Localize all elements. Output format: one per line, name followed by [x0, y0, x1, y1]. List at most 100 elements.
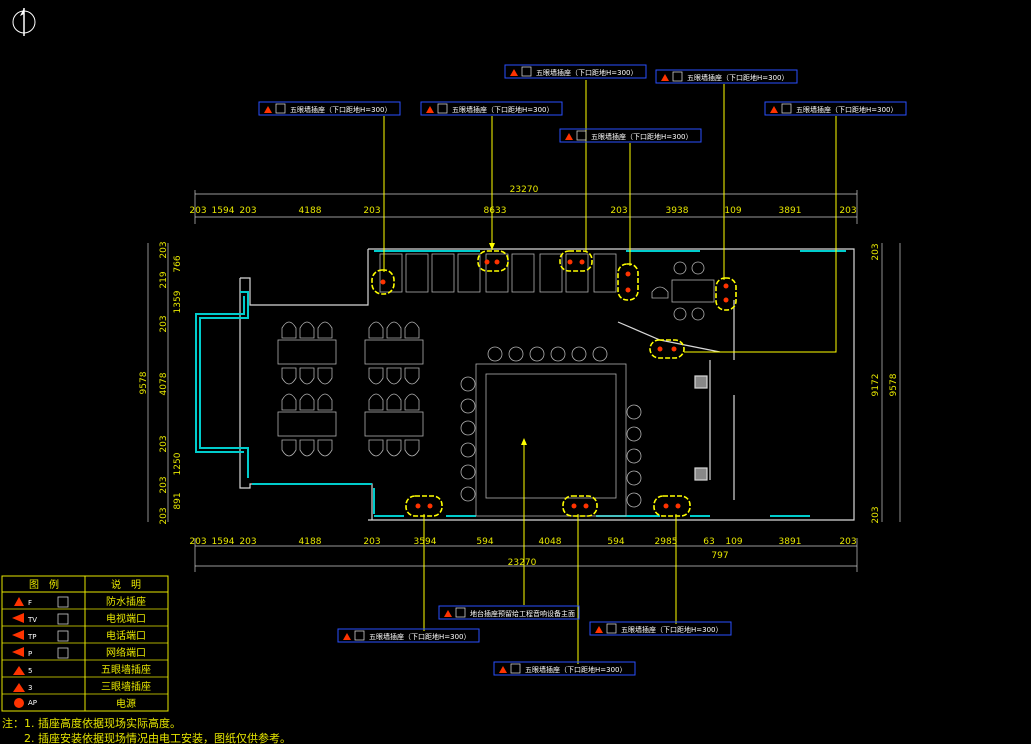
- five-hole-outlet-icon: [649, 339, 685, 359]
- dim-bottom: 109: [725, 537, 742, 547]
- dim-bottom: 594: [476, 537, 493, 547]
- dim-right: 203: [871, 506, 881, 523]
- callout-text: 五眼墙插座（下口距地H=300）: [687, 73, 789, 82]
- leader-lines: [383, 80, 837, 664]
- dim-bottom: 63: [703, 537, 714, 547]
- equipment-callout-text: 地台插座预留给工程音响设备主面: [470, 609, 575, 618]
- svg-text:P: P: [28, 650, 32, 658]
- dim-top: 109: [724, 206, 741, 216]
- svg-text:TP: TP: [27, 633, 37, 641]
- five-hole-outlet-icon: [405, 495, 443, 517]
- callout-text: 五眼墙插座（下口距地H=300）: [591, 132, 693, 141]
- dim-top: 3938: [666, 206, 689, 216]
- callout-8: 五眼墙插座（下口距地H=300）: [337, 628, 480, 643]
- svg-text:3: 3: [28, 684, 32, 692]
- dim-top: 4188: [299, 206, 322, 216]
- legend-table: 图 例 说 明 F TV TP P 5 3 AP 防水插座 电视端口 电话: [1, 575, 169, 712]
- five-hole-outlet-icon: [559, 250, 593, 272]
- svg-text:F: F: [28, 599, 32, 607]
- dim-top: 1594: [212, 206, 235, 216]
- dim-bottom: 4188: [299, 537, 322, 547]
- five-hole-outlet-icon: [562, 495, 598, 517]
- top-total-dimension: 23270: [510, 185, 539, 195]
- top-dimension-chain: 23270 203 1594 203 4188 203 8633 203 393…: [189, 185, 858, 224]
- dim-top: 203: [363, 206, 380, 216]
- svg-text:AP: AP: [28, 699, 37, 707]
- dim-bottom: 4048: [539, 537, 562, 547]
- dim-top: 203: [239, 206, 256, 216]
- phone-port-icon: TP: [12, 630, 69, 642]
- five-hole-outlet-icon: [371, 269, 395, 295]
- callout-text: 五眼墙插座（下口距地H=300）: [621, 625, 723, 634]
- bottom-dimension-chain: 203 1594 203 4188 203 3594 594 4048 594 …: [189, 537, 858, 572]
- north-arrow-icon: [12, 8, 36, 36]
- svg-text:5: 5: [28, 667, 32, 675]
- dim-top: 8633: [484, 206, 507, 216]
- dim-left: 891: [173, 492, 183, 509]
- right-total-dimension: 9578: [889, 373, 899, 396]
- dim-bottom-extra: 797: [711, 551, 728, 561]
- legend-desc: 网络端口: [106, 646, 146, 659]
- dim-top: 203: [189, 206, 206, 216]
- dim-bottom: 203: [239, 537, 256, 547]
- dim-left: 1250: [173, 452, 183, 475]
- dim-left: 203: [159, 476, 169, 493]
- callout-1: 五眼墙插座（下口距地H=300）: [258, 101, 401, 116]
- dim-bottom: 3594: [414, 537, 437, 547]
- five-hole-outlet-icon: [653, 495, 691, 517]
- callout-text: 五眼墙插座（下口距地H=300）: [369, 632, 471, 641]
- furniture: [277, 253, 715, 517]
- callout-9: 五眼墙插座（下口距地H=300）: [589, 621, 732, 636]
- note-line-2: 2. 插座安装依据现场情况由电工安装，图纸仅供参考。: [24, 731, 291, 744]
- callout-text: 五眼墙插座（下口距地H=300）: [525, 665, 627, 674]
- legend-desc: 电源: [116, 697, 136, 710]
- five-hole-outlet-icon: [715, 277, 737, 311]
- callout-6: 五眼墙插座（下口距地H=300）: [764, 101, 907, 116]
- callout-10: 五眼墙插座（下口距地H=300）: [493, 661, 636, 676]
- callout-7: 地台插座预留给工程音响设备主面: [438, 605, 580, 620]
- dim-left: 766: [173, 255, 183, 272]
- floor-outlet-icon: [521, 438, 527, 605]
- dim-bottom: 203: [839, 537, 856, 547]
- building-walls: [239, 248, 855, 521]
- dim-left: 1359: [173, 290, 183, 313]
- legend-desc: 电视端口: [106, 612, 146, 625]
- right-dimension-chain: 203 9172 203 9578: [871, 243, 901, 524]
- dim-bottom: 2985: [655, 537, 678, 547]
- dim-top: 203: [610, 206, 627, 216]
- dim-bottom: 594: [607, 537, 624, 547]
- callout-text: 五眼墙插座（下口距地H=300）: [536, 68, 638, 77]
- dim-top: 3891: [779, 206, 802, 216]
- network-port-icon: P: [12, 647, 69, 659]
- dim-right: 9172: [871, 374, 881, 397]
- dim-left: 203: [159, 435, 169, 452]
- callout-text: 五眼墙插座（下口距地H=300）: [796, 105, 898, 114]
- callout-5: 五眼墙插座（下口距地H=300）: [559, 128, 702, 143]
- dim-left: 203: [159, 507, 169, 524]
- legend-desc: 电话端口: [106, 629, 146, 642]
- legend-desc: 三眼墙插座: [101, 680, 151, 693]
- legend-desc: 五眼墙插座: [101, 663, 151, 676]
- callout-text: 五眼墙插座（下口距地H=300）: [290, 105, 392, 114]
- legend-desc: 防水插座: [106, 595, 146, 608]
- outlet-symbols: [380, 259, 729, 509]
- dim-left: 4078: [159, 372, 169, 395]
- waterproof-outlet-icon: F: [14, 596, 69, 608]
- tv-port-icon: TV: [12, 613, 69, 625]
- dim-bottom: 1594: [212, 537, 235, 547]
- bottom-total-dimension: 23270: [508, 558, 537, 568]
- legend-header-desc: 说 明: [111, 578, 141, 591]
- callout-2: 五眼墙插座（下口距地H=300）: [420, 101, 563, 116]
- five-hole-outlet-icon: 5: [13, 666, 32, 675]
- dim-bottom: 3891: [779, 537, 802, 547]
- five-hole-outlet-icon: [617, 263, 639, 301]
- power-source-icon: AP: [14, 698, 37, 708]
- dim-left: 219: [159, 271, 169, 288]
- dim-right: 203: [871, 243, 881, 260]
- callout-3: 五眼墙插座（下口距地H=300）: [504, 64, 647, 79]
- note-line-1: 注：1. 插座高度依据现场实际高度。: [2, 716, 181, 730]
- dim-top: 203: [839, 206, 856, 216]
- three-hole-outlet-icon: 3: [13, 683, 32, 692]
- dim-bottom: 203: [363, 537, 380, 547]
